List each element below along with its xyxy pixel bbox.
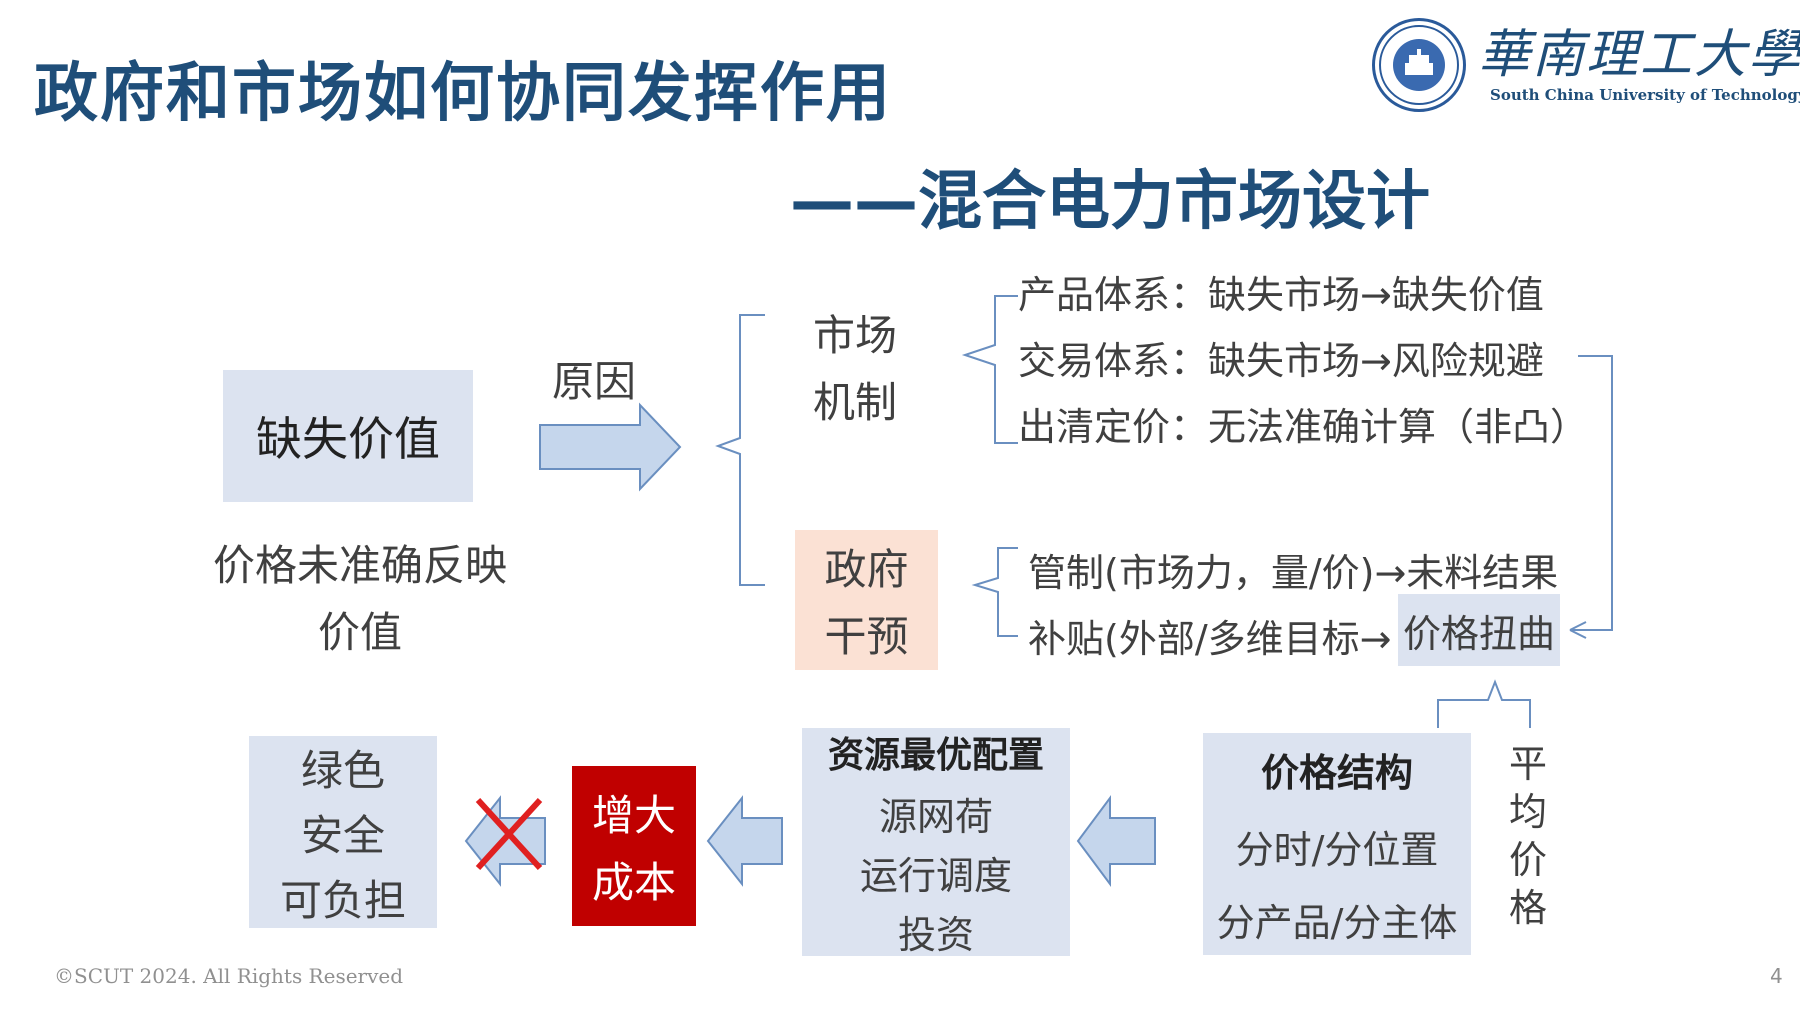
market-brace xyxy=(961,295,1018,444)
reason-arrow xyxy=(539,402,682,492)
university-logo-chinese: 華南理工大學 xyxy=(1478,25,1800,85)
risk-connector xyxy=(1570,355,1613,631)
government-label-line-1: 政府 xyxy=(824,545,909,594)
page-title: 政府和市场如何协同发挥作用 xyxy=(34,57,892,131)
price-distortion-label: 价格扭曲 xyxy=(1402,611,1555,656)
average-price-char-4: 格 xyxy=(1508,886,1547,930)
university-seal-icon xyxy=(1372,18,1466,112)
cost-line-1: 增大 xyxy=(591,791,676,840)
resource-line-3: 投资 xyxy=(897,912,974,957)
price-distortion-box: 价格扭曲 xyxy=(1398,594,1560,666)
university-logo-english: South China University of Technology xyxy=(1490,86,1800,104)
average-price-label: 平 均 价 格 xyxy=(1498,740,1558,932)
missing-value-label: 缺失价值 xyxy=(256,412,440,466)
goal-security: 安全 xyxy=(300,810,385,860)
average-price-char-3: 价 xyxy=(1508,838,1547,882)
explanation-line-1: 价格未准确反映 xyxy=(212,541,507,590)
risk-connector-arrowhead xyxy=(1569,621,1587,639)
government-intervention-box: 政府 干预 xyxy=(795,530,938,670)
price-structure-box: 价格结构 分时/分位置 分产品/分主体 xyxy=(1203,733,1471,955)
cost-line-2: 成本 xyxy=(591,858,676,907)
page-subtitle: ——混合电力市场设计 xyxy=(790,165,1430,239)
government-item-subsidy: 补贴(外部/多维目标→ xyxy=(1028,617,1392,661)
resource-line-1: 源网荷 xyxy=(878,794,993,839)
market-item-product: 产品体系：缺失市场→缺失价值 xyxy=(1018,273,1544,317)
goal-green: 绿色 xyxy=(300,745,385,795)
market-label-line-2: 机制 xyxy=(812,378,897,427)
market-item-clearing: 出清定价：无法准确计算（非凸） xyxy=(1018,405,1589,449)
price-structure-title: 价格结构 xyxy=(1260,750,1413,795)
average-price-char-2: 均 xyxy=(1508,790,1547,834)
distortion-bracket xyxy=(1437,679,1531,728)
explanation-text: 价格未准确反映 价值 xyxy=(190,532,530,660)
reason-label: 原因 xyxy=(552,357,637,406)
arrow-to-resource xyxy=(1076,794,1156,888)
market-item-trading: 交易体系：缺失市场→风险规避 xyxy=(1018,339,1544,383)
resource-allocation-title: 资源最优配置 xyxy=(827,734,1044,776)
main-brace xyxy=(715,314,765,586)
cross-icon-stroke-2 xyxy=(475,797,543,871)
resource-allocation-box: 资源最优配置 源网荷 运行调度 投资 xyxy=(802,728,1070,957)
price-structure-line-2: 分产品/分主体 xyxy=(1216,900,1458,945)
market-label-line-1: 市场 xyxy=(812,311,897,360)
government-brace xyxy=(971,547,1018,637)
copyright-footer: ©SCUT 2024. All Rights Reserved xyxy=(54,964,404,988)
missing-value-box: 缺失价值 xyxy=(223,370,473,502)
government-item-regulation: 管制(市场力，量/价)→未料结果 xyxy=(1028,551,1559,595)
goals-box: 绿色 安全 可负担 xyxy=(249,736,437,928)
page-number: 4 xyxy=(1770,964,1783,988)
market-items: 产品体系：缺失市场→缺失价值 交易体系：缺失市场→风险规避 出清定价：无法准确计… xyxy=(1018,268,1588,466)
arrow-to-cost xyxy=(706,795,783,887)
government-label-line-2: 干预 xyxy=(824,612,909,661)
resource-line-2: 运行调度 xyxy=(859,853,1012,898)
market-mechanism-label: 市场 机制 xyxy=(800,302,910,430)
increased-cost-box: 增大 成本 xyxy=(572,766,696,926)
price-structure-line-1: 分时/分位置 xyxy=(1235,827,1439,872)
goal-affordable: 可负担 xyxy=(279,875,406,925)
average-price-char-1: 平 xyxy=(1508,742,1547,786)
explanation-line-2: 价值 xyxy=(317,608,402,657)
